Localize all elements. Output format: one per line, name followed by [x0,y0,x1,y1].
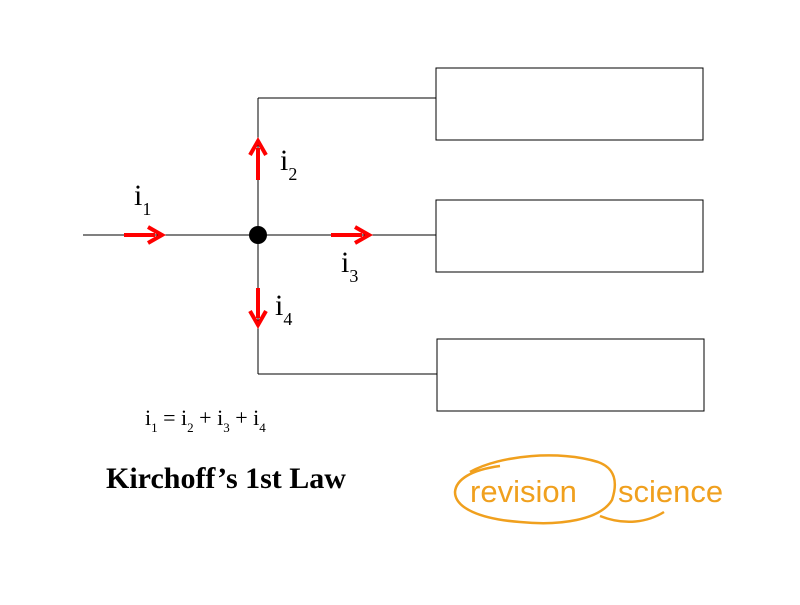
junction-node [249,226,267,244]
label-i4: i4 [275,289,292,329]
kirchhoff-equation: i1 = i2 + i3 + i4 [145,405,266,435]
logo-word-revision: revision [470,474,577,509]
logo-swoosh-icon [453,454,616,525]
label-i1: i1 [134,179,151,219]
diagram-title: Kirchoff’s 1st Law [106,462,346,495]
label-i2: i2 [280,144,297,184]
arrow-i1-icon [124,225,167,245]
component-box-middle [435,199,704,273]
arrow-i4-icon [248,288,268,330]
component-box-bottom [436,338,705,412]
arrow-i3-icon [331,225,374,245]
revision-science-logo: revision science [453,454,723,525]
arrow-i2-icon [248,136,268,180]
label-i3: i3 [341,246,358,286]
component-box-top [435,67,704,141]
logo-word-science: science [618,474,723,509]
logo-tail-icon [599,510,665,523]
